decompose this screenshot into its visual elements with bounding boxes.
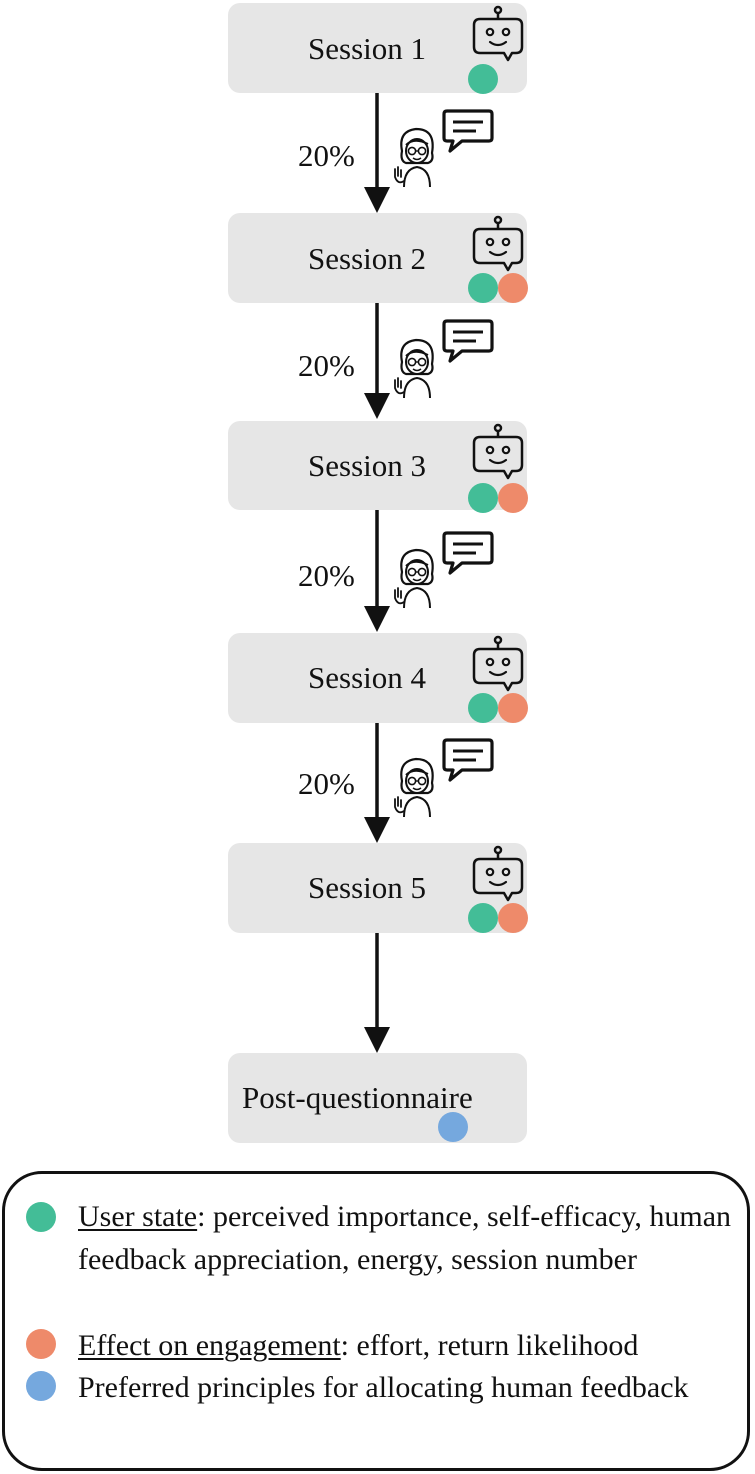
session-2-label: Session 2: [308, 241, 426, 276]
legend-principles-dot: [26, 1371, 56, 1401]
flow-arrow-3: [364, 510, 390, 632]
session-1-label: Session 1: [308, 31, 426, 66]
legend-engagement-term: Effect on engagement: [78, 1329, 341, 1362]
transition-1-percent: 20%: [298, 138, 355, 173]
robot-icon: [472, 423, 524, 480]
legend-user-state-term: User state: [78, 1200, 198, 1233]
user-state-dot: [468, 693, 498, 723]
flow-arrow-4: [364, 723, 390, 843]
transition-3-percent: 20%: [298, 558, 355, 593]
robot-icon: [472, 215, 524, 272]
user-state-dot: [468, 483, 498, 513]
legend-engagement-text: Effect on engagement: effort, return lik…: [78, 1324, 755, 1367]
legend: User state: perceived importance, self-e…: [2, 1171, 750, 1471]
user-state-dot: [468, 273, 498, 303]
principles-dot: [438, 1112, 468, 1142]
session-3-box: Session 3: [228, 421, 528, 513]
post-questionnaire-box: Post-questionnaire: [228, 1053, 527, 1143]
chat-bubble-icon: [442, 738, 494, 782]
transition-4-percent: 20%: [298, 766, 355, 801]
engagement-dot: [498, 273, 528, 303]
session-5-label: Session 5: [308, 870, 426, 905]
human-icon: [394, 548, 434, 608]
engagement-dot: [498, 693, 528, 723]
session-4-box: Session 4: [228, 633, 528, 723]
session-5-box: Session 5: [228, 843, 528, 933]
human-icon: [394, 338, 434, 398]
session-4-label: Session 4: [308, 660, 426, 695]
session-2-box: Session 2: [228, 213, 528, 303]
legend-principles-text: Preferred principles for allocating huma…: [78, 1371, 689, 1404]
legend-engagement-dot: [26, 1329, 56, 1359]
chat-bubble-icon: [442, 319, 494, 363]
flow-arrow-1: [364, 93, 390, 213]
session-3-label: Session 3: [308, 448, 426, 483]
robot-icon: [472, 5, 524, 62]
human-icon: [394, 127, 434, 187]
user-state-dot: [468, 64, 498, 94]
robot-icon: [472, 635, 524, 692]
flow-arrow-2: [364, 303, 390, 419]
human-icon: [394, 757, 434, 817]
chat-bubble-icon: [442, 531, 494, 575]
legend-user-state-text: User state: perceived importance, self-e…: [78, 1195, 755, 1281]
legend-engagement-description: : effort, return likelihood: [340, 1329, 639, 1362]
transition-2-percent: 20%: [298, 348, 355, 383]
robot-icon: [472, 845, 524, 902]
session-1-box: Session 1: [228, 3, 527, 94]
legend-user-state-description: : perceived importance, self-efficacy, h…: [78, 1200, 732, 1276]
legend-user-state-dot: [26, 1202, 56, 1232]
post-questionnaire-label: Post-questionnaire: [242, 1080, 473, 1115]
engagement-dot: [498, 483, 528, 513]
user-state-dot: [468, 903, 498, 933]
engagement-dot: [498, 903, 528, 933]
chat-bubble-icon: [442, 109, 494, 153]
flow-arrow-5: [364, 933, 390, 1053]
